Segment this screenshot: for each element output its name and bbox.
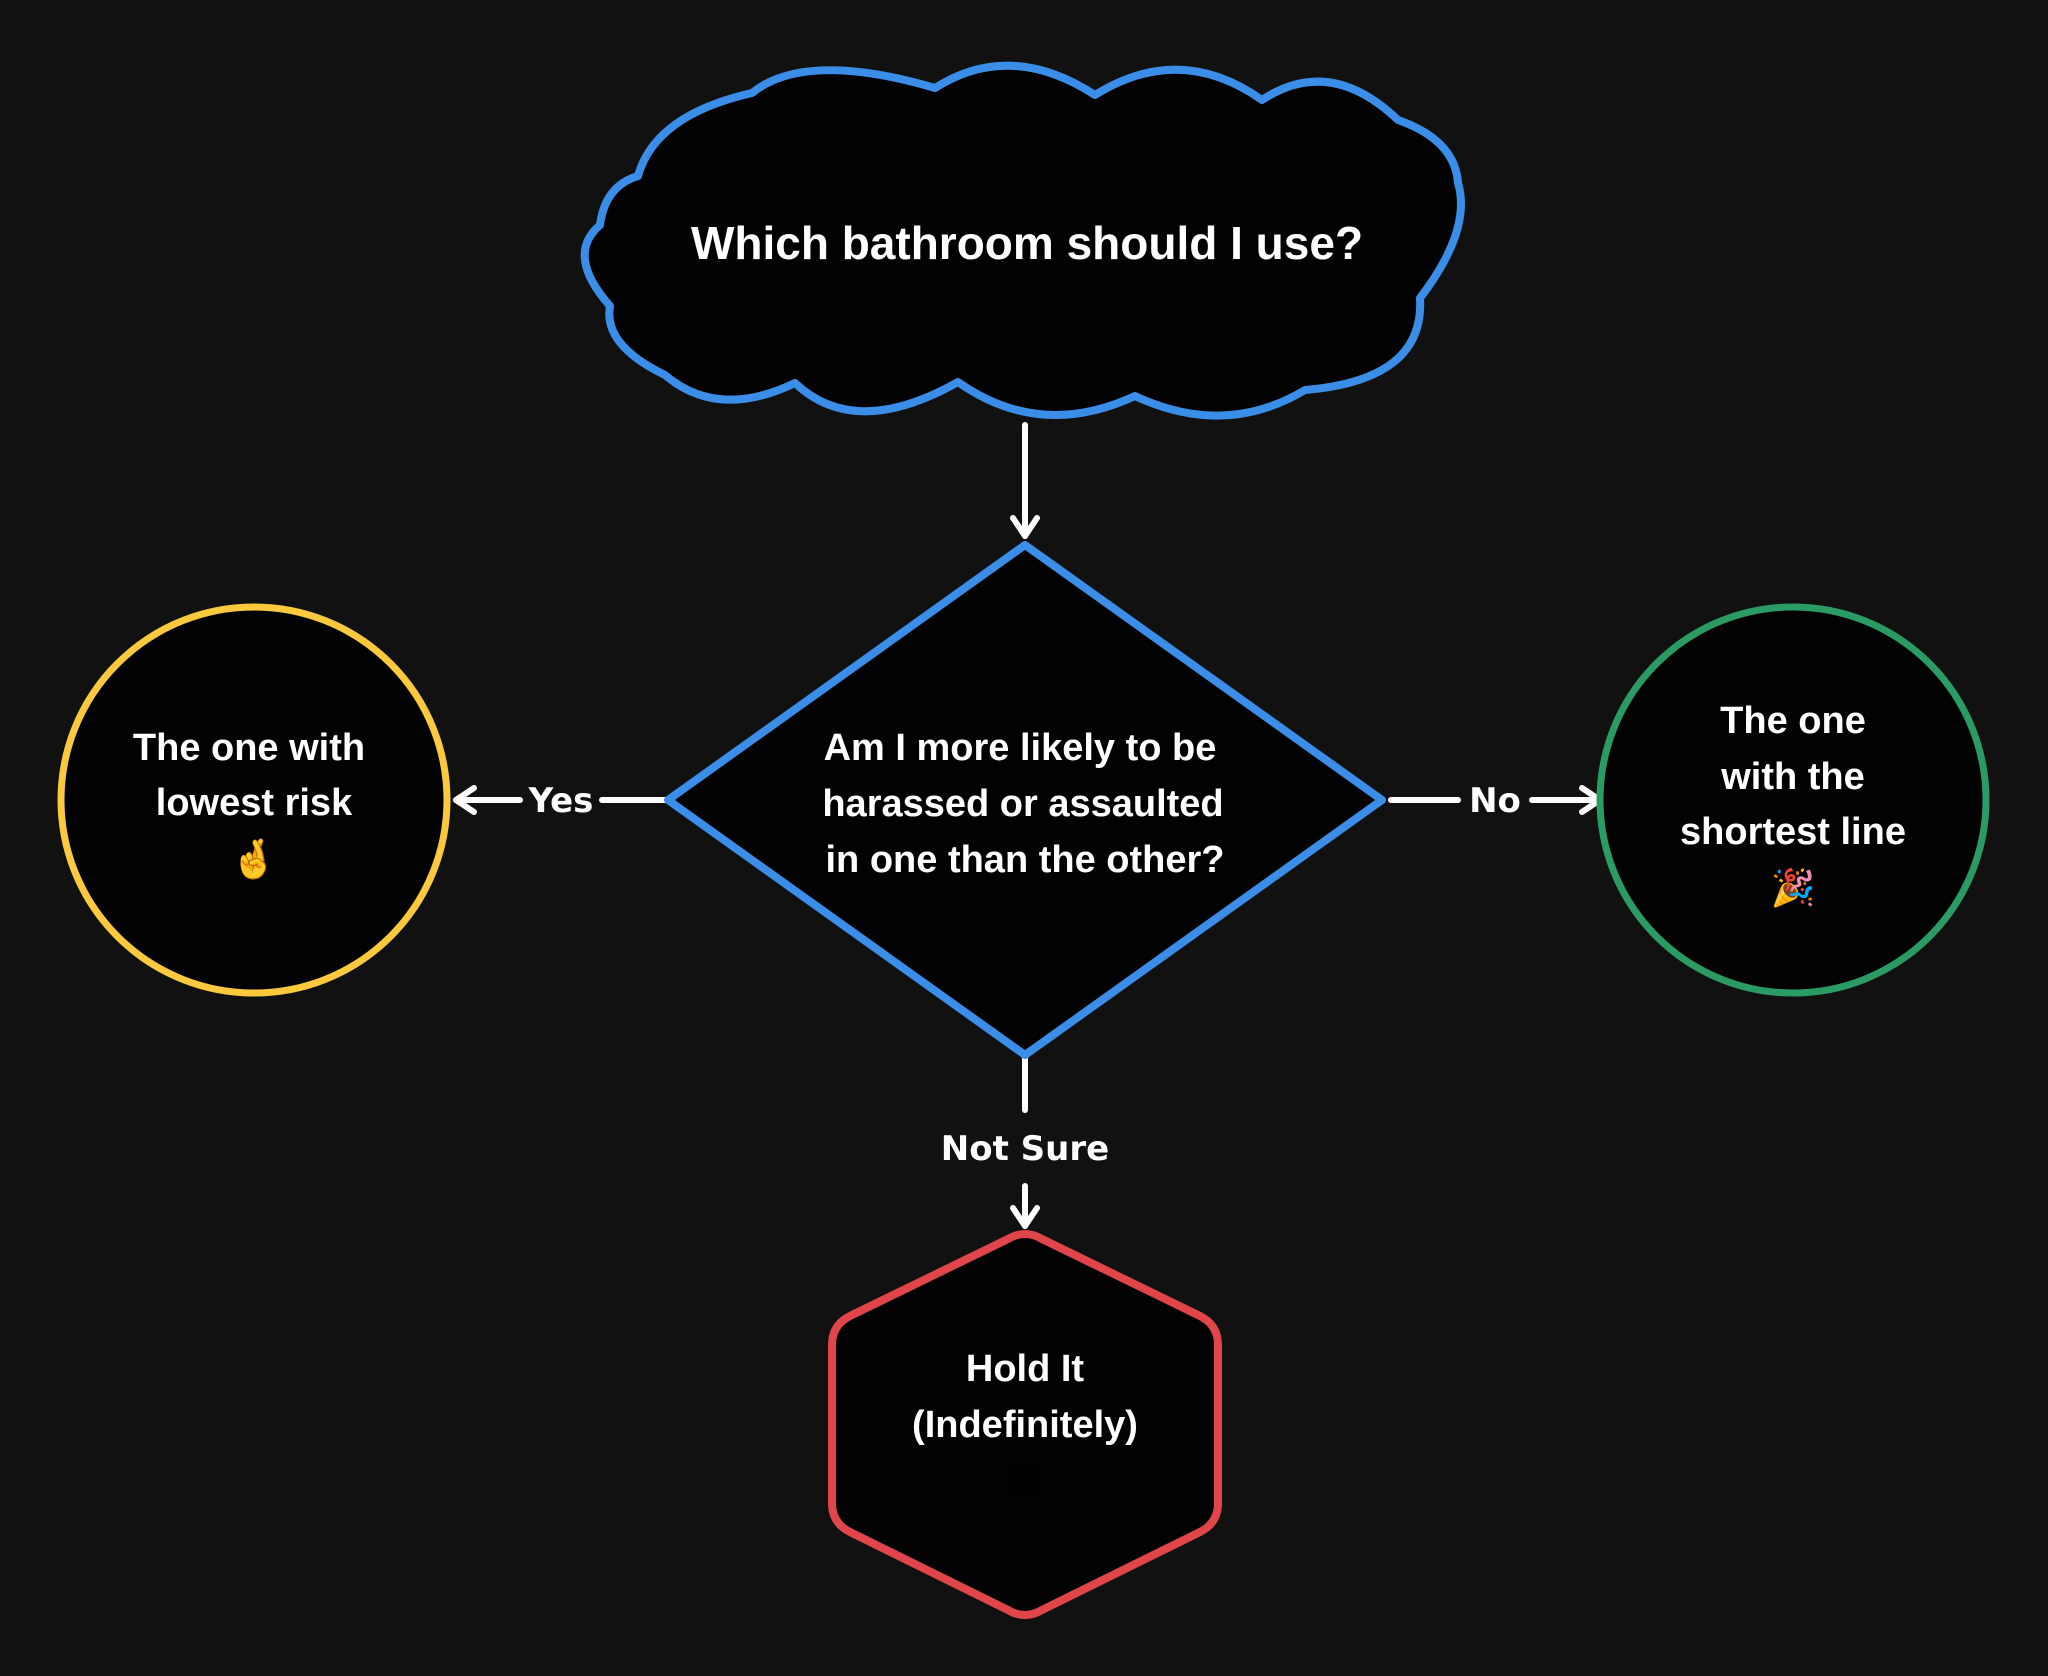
party-popper-icon: 🎉 <box>1771 867 1816 909</box>
no-result-text-line-3: shortest line <box>1680 811 1906 853</box>
circle-shape <box>1596 603 1990 997</box>
no-result-text-line-1: The one <box>1720 700 1866 742</box>
notsure-result-text-line-2: (Indefinitely) <box>912 1404 1138 1446</box>
arrowhead-icon <box>453 785 477 815</box>
notsure-result-text-line-1: Hold It <box>966 1348 1085 1390</box>
decision-node[interactable]: Am I more likely to be harassed or assau… <box>664 541 1386 1059</box>
arrowhead-icon <box>1010 1205 1040 1229</box>
arrowhead-icon <box>1010 515 1040 539</box>
no-result-text-line-2: with the <box>1720 756 1865 798</box>
start-node-text: Which bathroom should I use? <box>691 217 1363 269</box>
edge-label-no: No <box>1469 781 1521 821</box>
yes-result-text-line-2: lowest risk <box>156 782 353 824</box>
start-node[interactable]: Which bathroom should I use? <box>580 61 1465 420</box>
yes-result-text-line-1: The one with <box>133 727 365 769</box>
edge-not-sure: Not Sure <box>941 1055 1109 1229</box>
crossed-fingers-icon: 🤞 <box>230 837 277 882</box>
edge-yes: Yes <box>453 781 671 821</box>
circle-shape <box>57 603 451 997</box>
no-result-node[interactable]: The one with the shortest line 🎉 <box>1596 603 1990 997</box>
persevering-face-icon: 😣 <box>1006 1461 1044 1502</box>
edge-label-yes: Yes <box>528 781 594 821</box>
yes-result-node[interactable]: The one with lowest risk 🤞 <box>57 603 451 997</box>
edge-start-to-decision <box>1010 422 1040 539</box>
hexagon-shape <box>828 1230 1222 1619</box>
diamond-shape <box>664 541 1386 1059</box>
edge-label-not-sure: Not Sure <box>941 1129 1109 1169</box>
decision-node-text-line-1: Am I more likely to be <box>824 727 1217 769</box>
cloud-shape <box>580 61 1465 420</box>
decision-node-text-line-2: harassed or assaulted <box>822 783 1223 825</box>
decision-node-text-line-3: in one than the other? <box>826 839 1225 881</box>
notsure-result-node[interactable]: Hold It (Indefinitely) 😣 <box>828 1230 1222 1619</box>
